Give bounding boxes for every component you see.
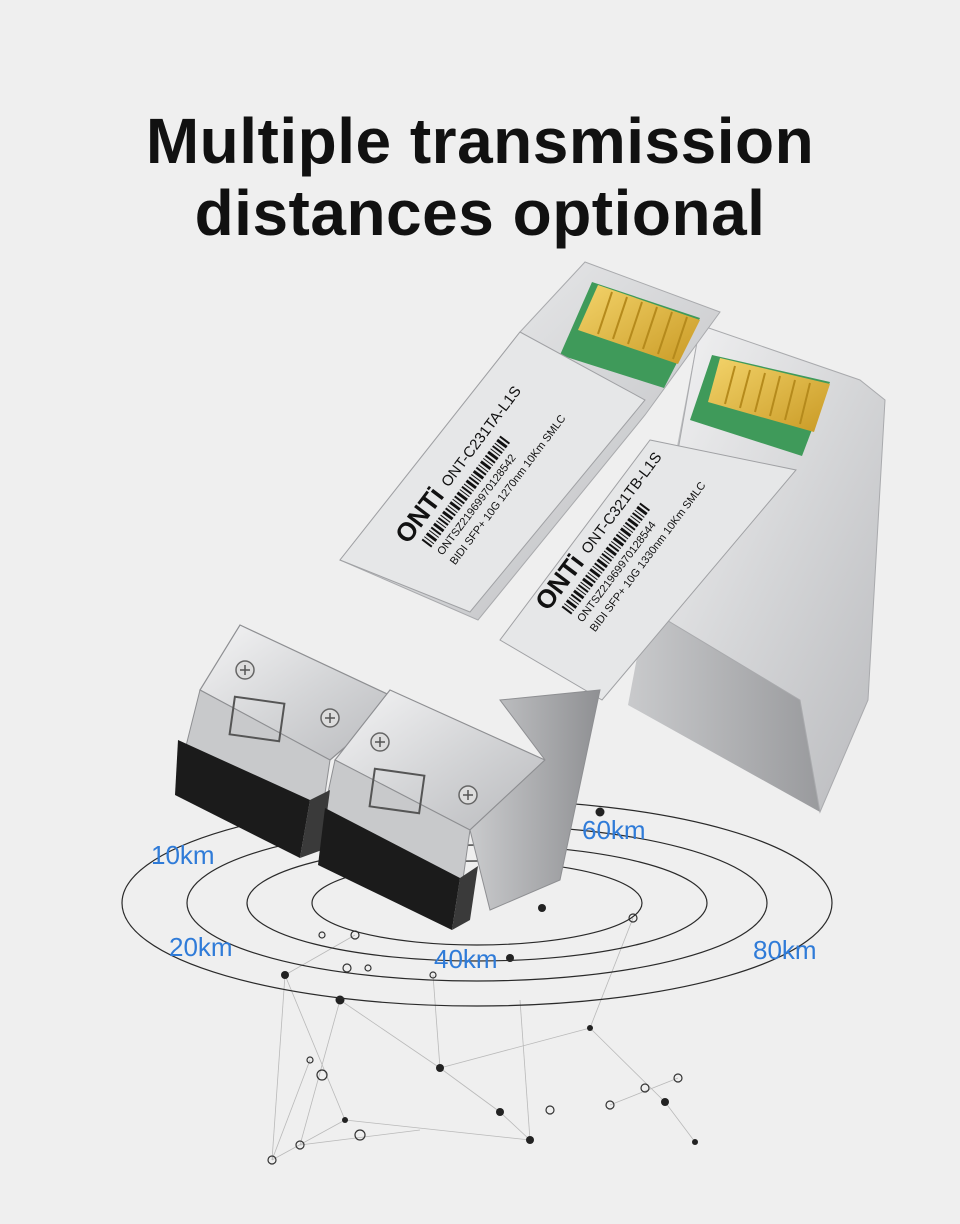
distance-label-10km: 10km <box>151 840 215 870</box>
screw-icon <box>320 708 340 728</box>
screw-icon <box>235 660 255 680</box>
sfp-module-right <box>499 324 886 814</box>
headline: Multiple transmission distances optional <box>0 105 960 249</box>
distance-label-20km: 20km <box>169 932 233 962</box>
screw-icon <box>370 732 390 752</box>
headline-line-2: distances optional <box>194 176 766 249</box>
screw-icon <box>458 785 478 805</box>
distance-label-60km: 60km <box>582 815 646 845</box>
lc-ports <box>175 740 478 930</box>
distance-label-80km: 80km <box>753 935 817 965</box>
distance-label-40km: 40km <box>434 944 498 974</box>
barcode-icon <box>561 502 651 615</box>
headline-line-1: Multiple transmission <box>145 104 815 177</box>
network-graph <box>271 917 696 1161</box>
network-rings <box>267 913 683 1165</box>
barcode-icon <box>421 435 511 548</box>
